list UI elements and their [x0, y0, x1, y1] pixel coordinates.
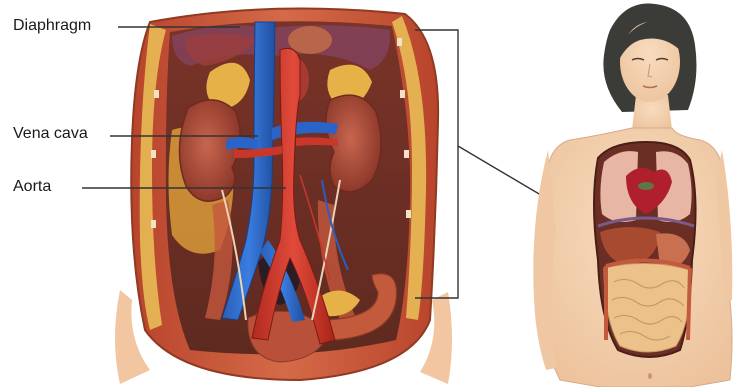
esophagus-stomach [288, 26, 332, 54]
vena-cava-label: Vena cava [13, 125, 88, 143]
intestines [604, 263, 690, 352]
female-figure [533, 4, 732, 387]
diaphragm-label: Diaphragm [13, 17, 91, 35]
kidney-left [179, 100, 240, 201]
aorta-label: Aorta [13, 178, 51, 196]
heart-highlight [638, 182, 654, 190]
abdomen-dissection [115, 9, 452, 384]
navel [648, 373, 652, 379]
